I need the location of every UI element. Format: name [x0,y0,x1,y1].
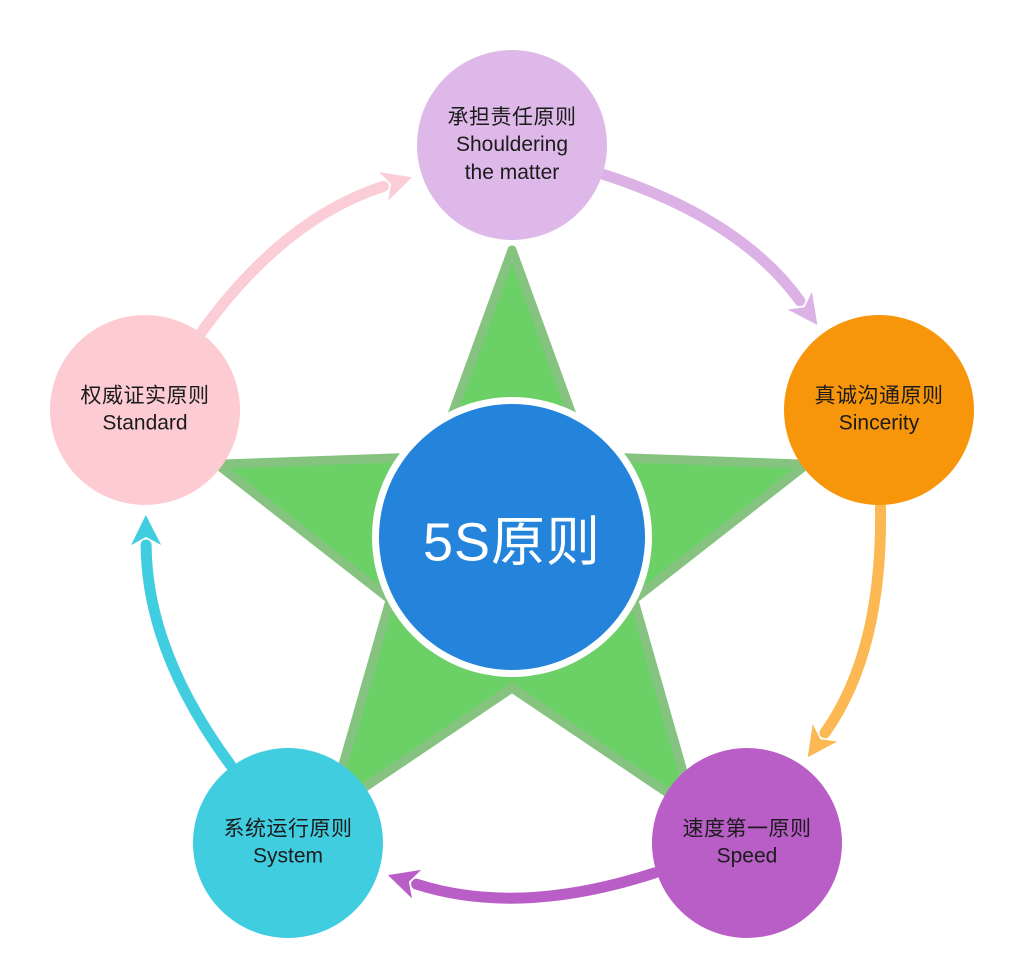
node-circle-layer [50,50,974,938]
arrow-shaft-sincerity-to-speed [819,501,887,739]
arrow-head-sincerity-to-speed [807,724,838,758]
node-circle-speed[interactable] [652,748,842,938]
arrow-head-system-to-standard [131,515,162,546]
arrow-shaft-standard-to-shouldering [196,180,389,337]
arrow-shaft-speed-to-system [411,867,661,904]
node-circle-system[interactable] [193,748,383,938]
center-circle[interactable] [379,404,645,670]
node-circle-sincerity[interactable] [784,315,974,505]
arrow-head-speed-to-system [388,869,422,899]
node-circle-shouldering[interactable] [417,50,607,240]
arrow-head-shouldering-to-sincerity [787,291,818,325]
arrow-head-standard-to-shouldering [378,172,413,201]
arrow-shaft-shouldering-to-sincerity [598,169,806,307]
node-circle-standard[interactable] [50,315,240,505]
arrow-layer [131,169,887,904]
arrow-shaft-system-to-standard [140,539,236,771]
center-circle-layer [372,397,652,677]
